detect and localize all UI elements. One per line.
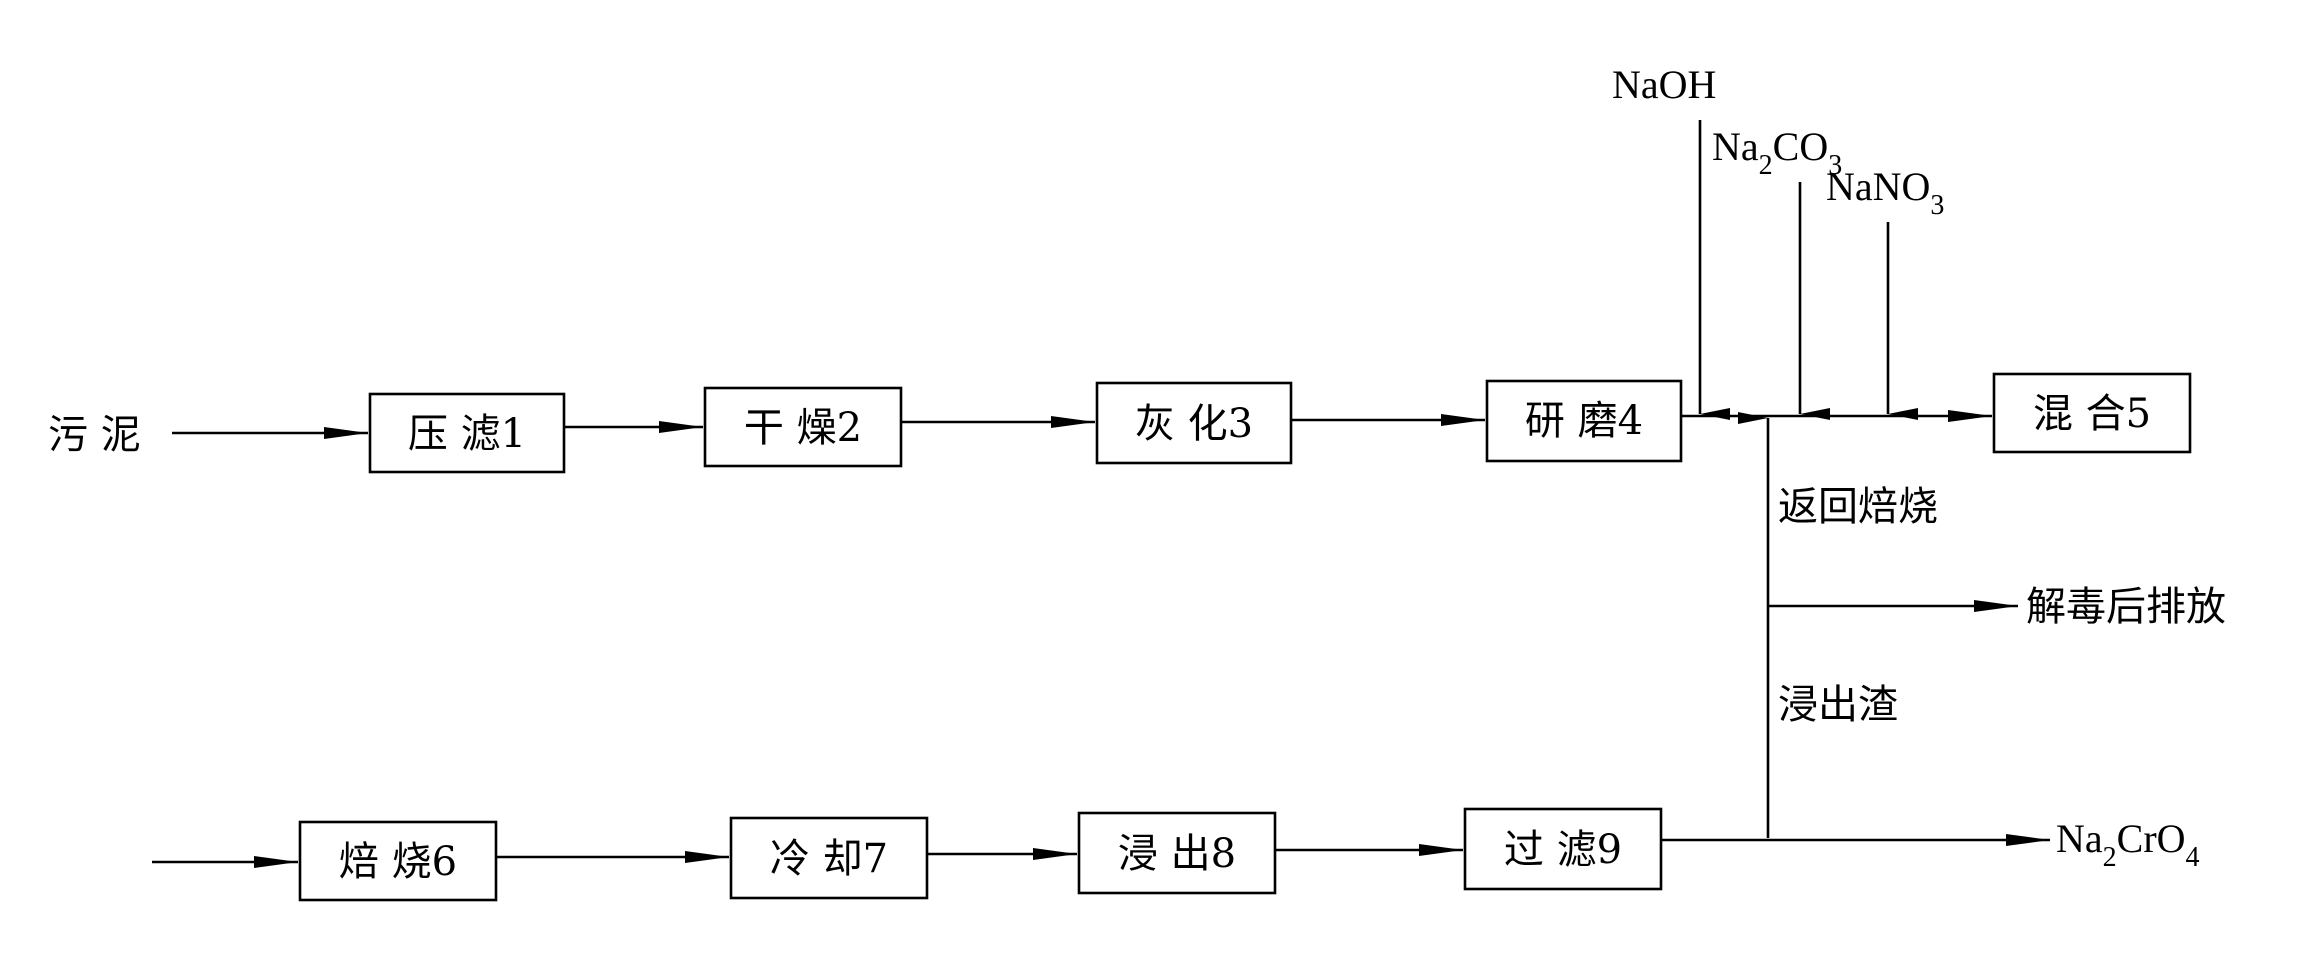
step-leach: 浸 出8 xyxy=(1077,811,1277,895)
step-grind-label: 研 磨4 xyxy=(1525,398,1643,444)
step-filter: 过 滤9 xyxy=(1463,807,1663,891)
step-dry: 干 燥2 xyxy=(703,386,903,468)
step-grind: 研 磨4 xyxy=(1485,379,1683,463)
step-filter-label: 过 滤9 xyxy=(1504,827,1622,873)
step-roast: 焙 烧6 xyxy=(298,820,498,902)
step-roast-label: 焙 烧6 xyxy=(339,839,457,885)
label-detox-discharge: 解毒后排放 xyxy=(2026,584,2226,630)
step-cool: 冷 却7 xyxy=(729,816,929,900)
step-press-filter-label: 压 滤1 xyxy=(408,411,526,457)
step-leach-label: 浸 出8 xyxy=(1118,831,1236,877)
reagent-nano3-label: NaNO3 xyxy=(1826,164,1944,221)
reagent-naoh-label: NaOH xyxy=(1612,62,1716,107)
step-ash-label: 灰 化3 xyxy=(1135,401,1253,447)
label-leach-residue: 浸出渣 xyxy=(1778,682,1898,728)
product-na2cro4-label: Na2CrO4 xyxy=(2056,816,2200,873)
step-press-filter: 压 滤1 xyxy=(368,392,566,474)
step-ash: 灰 化3 xyxy=(1095,381,1293,465)
step-dry-label: 干 燥2 xyxy=(744,405,862,451)
label-return-roast: 返回焙烧 xyxy=(1778,484,1938,530)
step-mix-label: 混 合5 xyxy=(2033,391,2151,437)
reagent-na2co3-label: Na2CO3 xyxy=(1712,124,1842,181)
step-cool-label: 冷 却7 xyxy=(770,836,888,882)
step-mix: 混 合5 xyxy=(1992,372,2192,454)
input-sludge-label: 污 泥 xyxy=(48,412,141,458)
